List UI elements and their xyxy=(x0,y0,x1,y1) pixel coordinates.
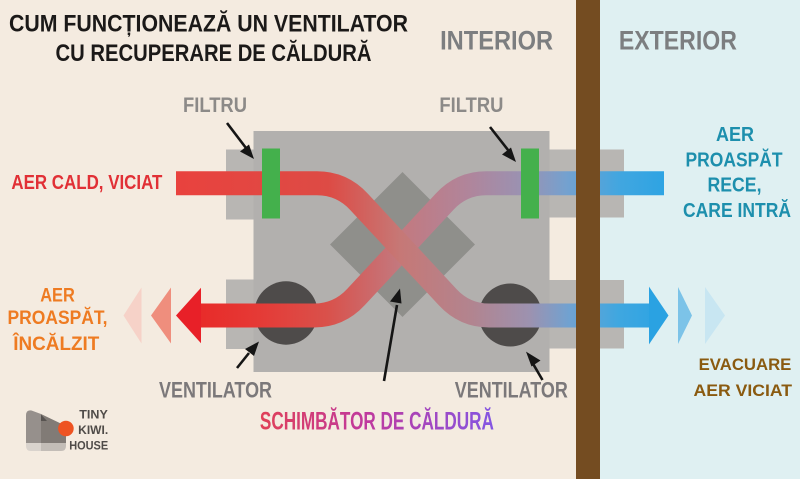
svg-text:EVACUARE: EVACUARE xyxy=(699,355,792,374)
svg-text:AER CALD, VICIAT: AER CALD, VICIAT xyxy=(11,172,162,194)
svg-text:VENTILATOR: VENTILATOR xyxy=(159,377,272,402)
svg-text:CARE INTRĂ: CARE INTRĂ xyxy=(683,199,791,222)
svg-text:KIWI.: KIWI. xyxy=(78,425,108,437)
svg-text:ÎNCĂLZIT: ÎNCĂLZIT xyxy=(12,331,99,355)
svg-text:INTERIOR: INTERIOR xyxy=(440,25,553,55)
svg-text:PROASPĂT,: PROASPĂT, xyxy=(8,306,108,329)
svg-text:FILTRU: FILTRU xyxy=(439,93,503,117)
svg-text:CUM FUNCȚIONEAZĂ UN VENTILATOR: CUM FUNCȚIONEAZĂ UN VENTILATOR xyxy=(9,10,408,38)
svg-text:HOUSE: HOUSE xyxy=(69,440,108,452)
svg-text:AER: AER xyxy=(716,124,754,146)
svg-text:VENTILATOR: VENTILATOR xyxy=(455,377,568,402)
svg-text:TINY: TINY xyxy=(79,410,108,422)
svg-text:EXTERIOR: EXTERIOR xyxy=(619,25,737,55)
svg-text:RECE,: RECE, xyxy=(708,174,762,196)
svg-text:PROASPĂT: PROASPĂT xyxy=(686,148,783,171)
svg-text:CU RECUPERARE DE CĂLDURĂ: CU RECUPERARE DE CĂLDURĂ xyxy=(56,39,372,67)
svg-text:AER: AER xyxy=(40,285,75,307)
svg-text:SCHIMBĂTOR DE CĂLDURĂ: SCHIMBĂTOR DE CĂLDURĂ xyxy=(260,407,494,436)
svg-text:FILTRU: FILTRU xyxy=(183,93,247,117)
svg-text:AER VICIAT: AER VICIAT xyxy=(694,381,793,400)
